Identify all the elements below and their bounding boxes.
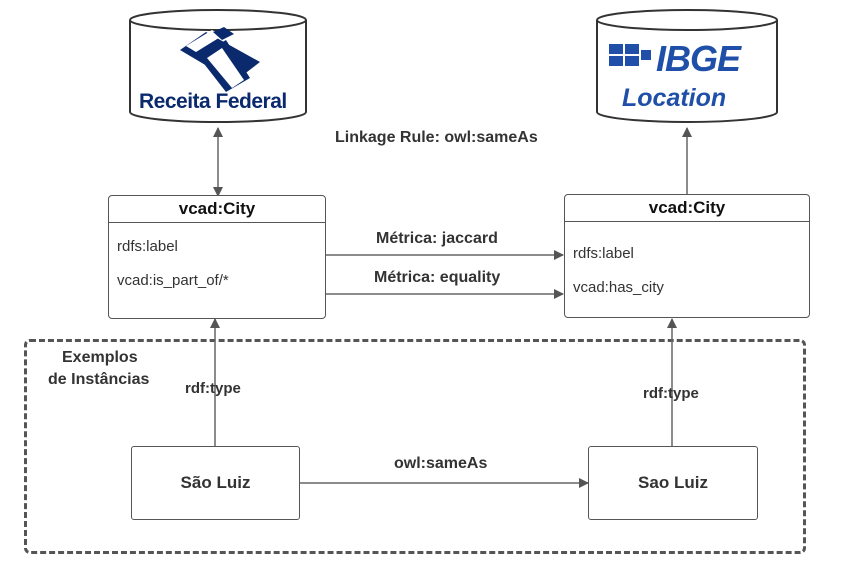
ibge-database (596, 9, 778, 123)
class-property: rdfs:label (117, 238, 178, 255)
class-box-left: vcad:City rdfs:label vcad:is_part_of/* (108, 195, 326, 319)
ibge-logo-icon (609, 44, 651, 66)
instances-group-title: de Instâncias (48, 371, 150, 388)
instance-examples-region (24, 339, 806, 554)
class-title: vcad:City (109, 196, 325, 223)
instance-box-right: Sao Luiz (588, 446, 758, 520)
instances-group-title: Exemplos (62, 349, 138, 366)
rdf-type-label-left: rdf:type (185, 380, 241, 397)
same-as-label: owl:sameAs (394, 455, 488, 472)
class-property: vcad:is_part_of/* (117, 272, 229, 289)
class-property: rdfs:label (573, 245, 634, 262)
linkage-rule-label: Linkage Rule: owl:sameAs (335, 129, 538, 146)
instance-box-left: São Luiz (131, 446, 300, 520)
class-box-right: vcad:City rdfs:label vcad:has_city (564, 194, 810, 318)
ibge-location-text: Location (622, 84, 727, 112)
metric-equality-label: Métrica: equality (374, 269, 501, 286)
metric-jaccard-label: Métrica: jaccard (376, 230, 498, 247)
receita-federal-logo-text: Receita Federal (139, 90, 287, 113)
ibge-logo-text: IBGE (656, 38, 741, 79)
rdf-type-label-right: rdf:type (643, 385, 699, 402)
class-property: vcad:has_city (573, 279, 664, 296)
receita-federal-logo-icon (180, 27, 260, 92)
class-title: vcad:City (565, 195, 809, 222)
